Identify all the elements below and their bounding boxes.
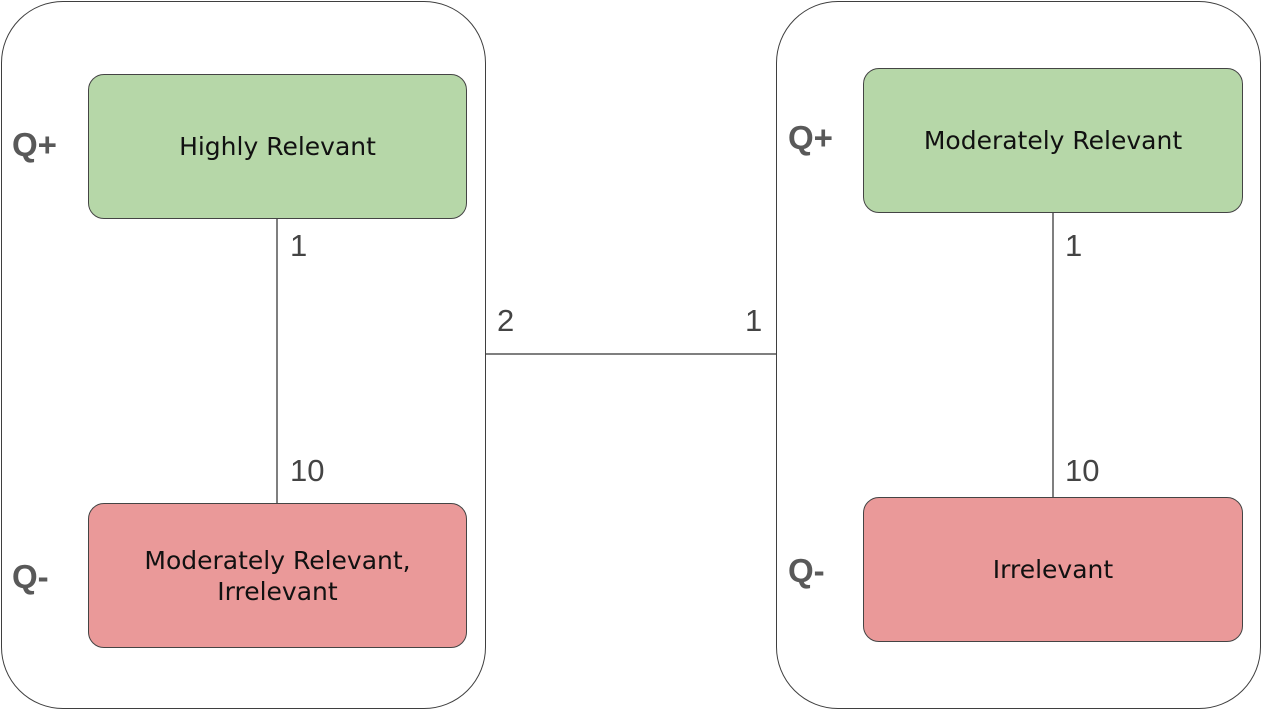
left-weight-top: 1 [290, 228, 308, 263]
moderately-relevant-box: Moderately Relevant [863, 68, 1243, 213]
highly-relevant-box: Highly Relevant [88, 74, 467, 219]
left-q-minus-label: Q- [12, 558, 49, 595]
between-weight-right: 1 [745, 303, 763, 338]
irrelevant-box: Irrelevant [863, 497, 1243, 642]
right-weight-top: 1 [1065, 228, 1083, 263]
between-weight-left: 2 [497, 303, 515, 338]
right-q-plus-label: Q+ [788, 119, 833, 156]
left-q-plus-label: Q+ [12, 126, 57, 163]
right-q-minus-label: Q- [788, 552, 825, 589]
moderately-relevant-irrelevant-box: Moderately Relevant, Irrelevant [88, 503, 467, 648]
right-weight-bottom: 10 [1065, 453, 1100, 488]
left-weight-bottom: 10 [290, 453, 325, 488]
